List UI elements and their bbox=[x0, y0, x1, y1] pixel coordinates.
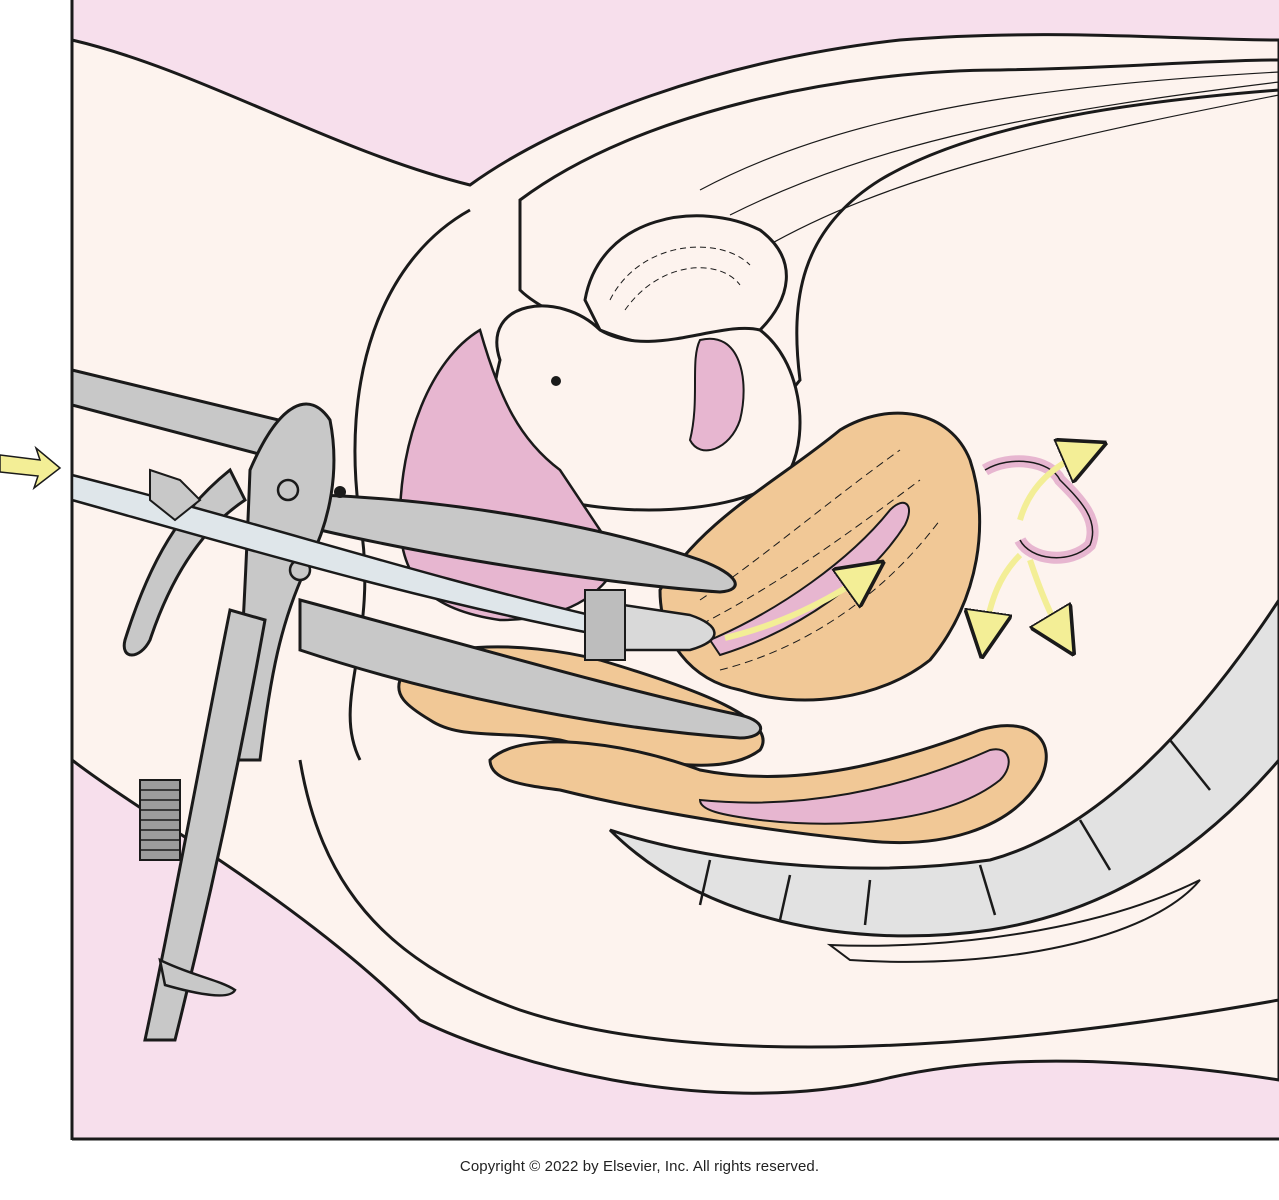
buttock-crease bbox=[298, 759, 1279, 1049]
muscle-fibers-3 bbox=[759, 94, 1279, 251]
vertebra-lines bbox=[698, 739, 1211, 926]
sacrum bbox=[608, 597, 1279, 938]
cannula-stop bbox=[149, 468, 202, 522]
uterine-cavity bbox=[708, 501, 910, 657]
muscle-fibers-1 bbox=[699, 71, 1279, 191]
muscle-fibers-2 bbox=[729, 81, 1279, 216]
arrow-right-icon bbox=[0, 445, 62, 491]
cannula-clamp bbox=[584, 589, 626, 661]
urethral-opening bbox=[551, 376, 561, 386]
copyright-notice: Copyright © 2022 by Elsevier, Inc. All r… bbox=[459, 1158, 820, 1175]
coccyx bbox=[826, 879, 1201, 963]
rectum-mucosa bbox=[698, 748, 1010, 825]
fallopian-tube-outline bbox=[984, 460, 1094, 559]
bone-lines bbox=[609, 246, 751, 311]
spill-arrows-icon bbox=[985, 452, 1085, 635]
speculum-icon bbox=[70, 368, 763, 1042]
bladder-mucosa bbox=[688, 337, 745, 452]
curved-arrow-icon bbox=[724, 575, 865, 641]
